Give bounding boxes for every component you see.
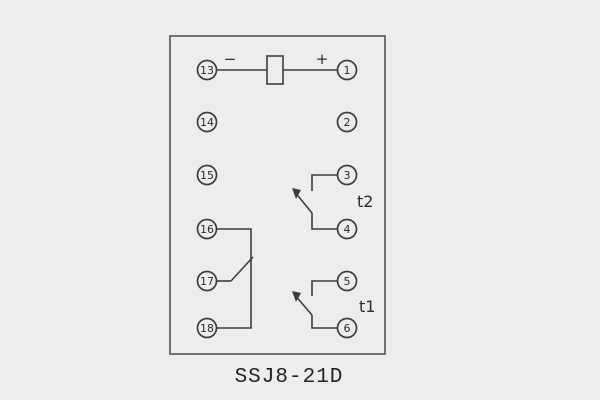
- terminal-13-label: 13: [200, 64, 214, 77]
- terminal-14: 14: [196, 111, 218, 133]
- t2-moving-stub: [311, 213, 338, 230]
- terminal-1-label: 1: [344, 64, 351, 77]
- terminal-2: 2: [336, 111, 358, 133]
- terminal-3-circle: [336, 164, 358, 186]
- enclosure-outline: [169, 35, 386, 355]
- terminal-15-circle: [196, 164, 218, 186]
- t2-fixed-stub: [311, 174, 338, 191]
- terminal-13-circle: [196, 59, 218, 81]
- terminal-3: 3: [336, 164, 358, 186]
- terminal-18-circle: [196, 317, 218, 339]
- terminal-6: 6: [336, 317, 358, 339]
- terminal-14-circle: [196, 111, 218, 133]
- terminal-14-label: 14: [200, 116, 214, 129]
- terminal-5-circle: [336, 270, 358, 292]
- t1-delay-arrow-icon: [292, 291, 301, 302]
- t1-fixed-stub: [311, 280, 338, 296]
- model-caption: SSJ8-21D: [235, 366, 344, 389]
- terminal-2-label: 2: [344, 116, 351, 129]
- left-changeover-contact: [216, 228, 254, 329]
- t2-delay-arrow-icon: [292, 188, 301, 199]
- terminal-5: 5: [336, 270, 358, 292]
- plus-sign-label: +: [316, 50, 329, 68]
- terminal-18: 18: [196, 317, 218, 339]
- contact-bracket-wire: [216, 228, 252, 329]
- t1-label: t1: [359, 297, 375, 316]
- terminal-17: 17: [196, 270, 218, 292]
- t1-moving-stub: [311, 315, 338, 329]
- terminal-1: 1: [336, 59, 358, 81]
- terminal-1-circle: [336, 59, 358, 81]
- terminal-6-label: 6: [344, 322, 351, 335]
- t2-label: t2: [357, 192, 373, 211]
- terminal-4-label: 4: [344, 223, 351, 236]
- terminal-2-circle: [336, 111, 358, 133]
- terminal-16-circle: [196, 218, 218, 240]
- terminal-3-label: 3: [344, 169, 351, 182]
- coil-circuit: − +: [216, 50, 338, 85]
- coil-symbol: [266, 55, 284, 85]
- terminal-17-label: 17: [200, 275, 214, 288]
- terminal-16: 16: [196, 218, 218, 240]
- terminal-16-label: 16: [200, 223, 214, 236]
- terminal-5-label: 5: [344, 275, 351, 288]
- terminal-4: 4: [336, 218, 358, 240]
- terminal-15-label: 15: [200, 169, 214, 182]
- terminal-13: 13: [196, 59, 218, 81]
- contact-t2: t2: [292, 174, 373, 230]
- contact-t1: t1: [292, 280, 375, 329]
- terminal-17-circle: [196, 270, 218, 292]
- terminal-15: 15: [196, 164, 218, 186]
- minus-sign-label: −: [224, 50, 237, 68]
- terminal-18-label: 18: [200, 322, 214, 335]
- terminal-4-circle: [336, 218, 358, 240]
- terminal-6-circle: [336, 317, 358, 339]
- contact-blade: [230, 256, 254, 282]
